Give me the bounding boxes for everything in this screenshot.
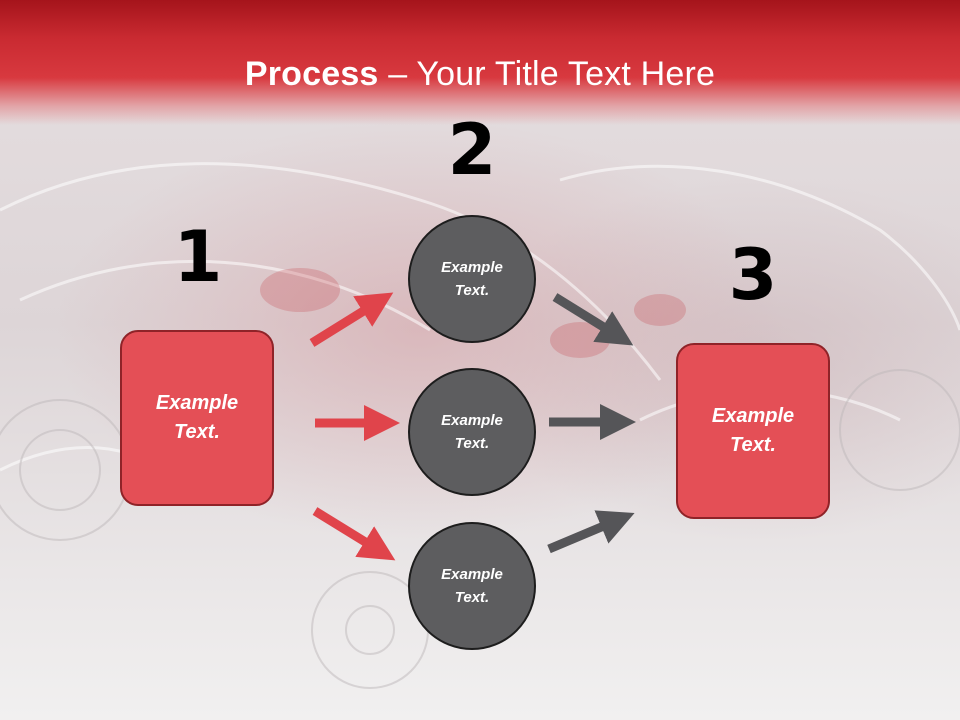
step-number-1: 1 xyxy=(173,216,223,298)
step-2-circle-top: Example Text. xyxy=(408,215,536,343)
arrow-box1-to-circle-bottom xyxy=(312,507,396,561)
step-2-circle-bottom: Example Text. xyxy=(408,522,536,650)
step-2-circle-middle: Example Text. xyxy=(408,368,536,496)
arrow-box1-to-circle-top xyxy=(309,292,394,347)
arrow-circle-top-to-box3 xyxy=(552,293,634,346)
step-1-box: Example Text. xyxy=(120,330,274,506)
step-number-3: 3 xyxy=(728,234,778,316)
title-bold: Process xyxy=(244,55,379,93)
title-bar xyxy=(0,0,960,125)
arrow-circle-bottom-to-box3 xyxy=(547,510,635,554)
step-number-2: 2 xyxy=(447,109,497,191)
slide-title: Process – Your Title Text Here xyxy=(0,52,960,96)
step-3-box: Example Text. xyxy=(676,343,830,519)
title-rest: – Your Title Text Here xyxy=(378,55,716,93)
